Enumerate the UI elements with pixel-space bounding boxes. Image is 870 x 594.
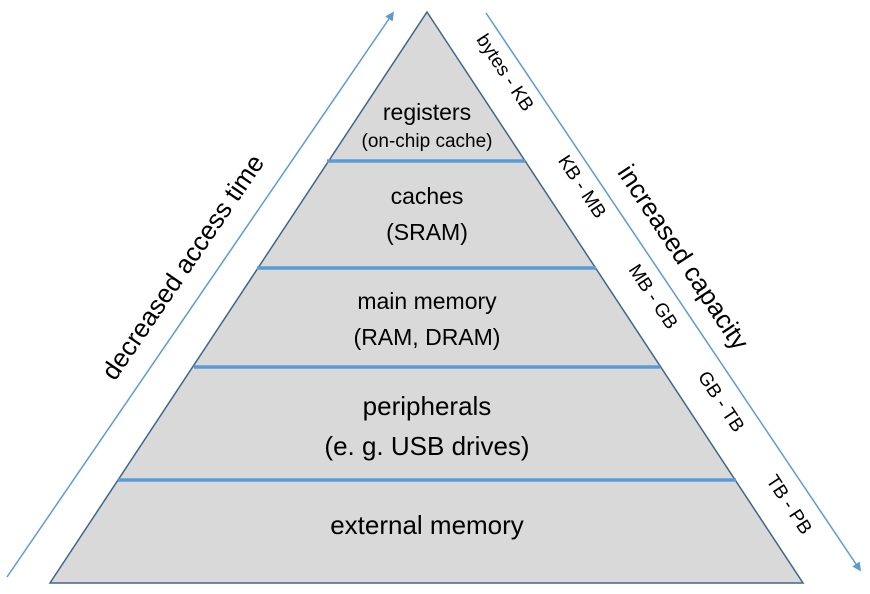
level-name: caches	[391, 183, 464, 209]
capacity-label: MB - GB	[624, 261, 682, 333]
right-arrow	[485, 12, 862, 572]
capacity-label: TB - PB	[762, 471, 816, 538]
level-detail: (on-chip cache)	[362, 131, 493, 152]
level-detail: (RAM, DRAM)	[354, 324, 501, 350]
left-arrow	[6, 11, 395, 578]
pyramid	[48, 10, 805, 584]
capacity-label: GB - TB	[693, 368, 748, 437]
capacity-label: KB - MB	[553, 152, 609, 223]
level-name: registers	[383, 99, 471, 125]
level-name: external memory	[330, 510, 524, 540]
level-name: peripherals	[363, 391, 492, 421]
level-detail: (SRAM)	[386, 219, 468, 245]
level-name: main memory	[357, 288, 497, 314]
level-detail: (e. g. USB drives)	[324, 431, 529, 461]
